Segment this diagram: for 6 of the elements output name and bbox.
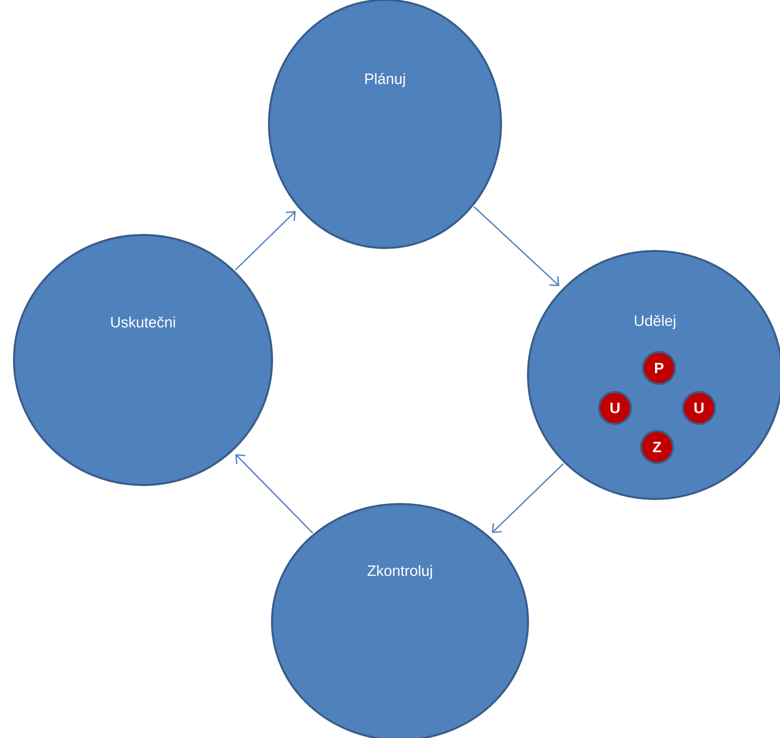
arrow — [235, 454, 314, 534]
circle-node: Zkontroluj — [271, 502, 529, 738]
circle-node: Uskutečni — [13, 234, 273, 486]
arrow — [492, 463, 564, 534]
arrow — [234, 211, 296, 270]
arrow — [474, 206, 560, 286]
